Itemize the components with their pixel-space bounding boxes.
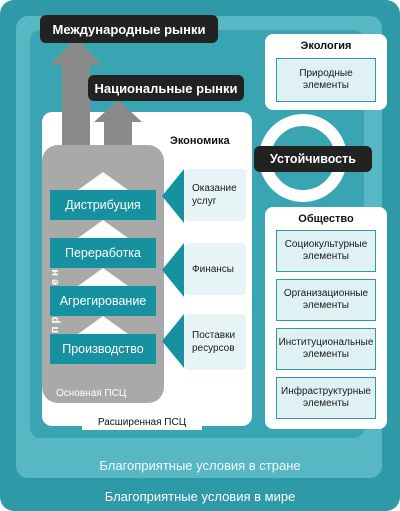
society-item-label: Институциональные элементы xyxy=(278,336,374,361)
stage-aggregation: Агрегирование xyxy=(50,286,156,316)
society-item-label: Организационные элементы xyxy=(283,287,369,312)
service-box-supplies: Поставки ресурсов xyxy=(184,314,246,370)
world-conditions-label: Благоприятные условия в мире xyxy=(104,489,296,504)
society-item-label: Социокультурные элементы xyxy=(284,238,368,263)
stage-distribution: Дистрибуция xyxy=(50,190,156,220)
ecology-label: Экология xyxy=(300,40,352,52)
country-conditions-label: Благоприятные условия в стране xyxy=(99,458,301,473)
stage-production: Производство xyxy=(50,334,156,364)
pointer-supplies xyxy=(162,314,184,368)
chevron-processing xyxy=(78,220,128,238)
society-item-infrastructure: Инфраструктурные элементы xyxy=(276,377,376,419)
chevron-aggregation xyxy=(78,268,128,286)
chevron-distribution xyxy=(78,172,128,190)
service-pointers xyxy=(162,169,184,368)
society-item-label: Инфраструктурные элементы xyxy=(281,385,371,410)
society-item-institutional: Институциональные элементы xyxy=(276,328,376,370)
service-box-finance: Финансы xyxy=(184,243,246,295)
pointer-services xyxy=(162,169,184,223)
international-markets-label: Международные рынки xyxy=(40,15,218,43)
economy-label: Экономика xyxy=(170,135,230,147)
society-item-organizational: Организационные элементы xyxy=(276,279,376,321)
arrow-to-international-markets xyxy=(50,38,102,150)
arrow-to-national-markets xyxy=(94,100,142,150)
service-label-supplies: Поставки ресурсов xyxy=(192,330,236,354)
natural-elements-label: Природные элементы xyxy=(299,67,353,92)
service-label-services: Оказание услуг xyxy=(192,183,237,207)
extended-chain-label: Расширенная ПСЦ xyxy=(82,414,202,430)
society-label: Общество xyxy=(298,213,354,225)
chain-chevrons xyxy=(78,172,128,334)
service-label-finance: Финансы xyxy=(192,263,234,275)
service-box-services: Оказание услуг xyxy=(184,169,246,221)
chevron-production xyxy=(78,316,128,334)
national-markets-label: Национальные рынки xyxy=(88,75,244,101)
sustainability-label: Устойчивость xyxy=(254,146,372,172)
natural-elements-box: Природные элементы xyxy=(276,58,376,102)
core-chain-label: Основная ПСЦ xyxy=(56,388,127,399)
stage-processing: Переработка xyxy=(50,238,156,268)
society-item-sociocultural: Социокультурные элементы xyxy=(276,230,376,272)
pointer-finance xyxy=(162,243,184,297)
